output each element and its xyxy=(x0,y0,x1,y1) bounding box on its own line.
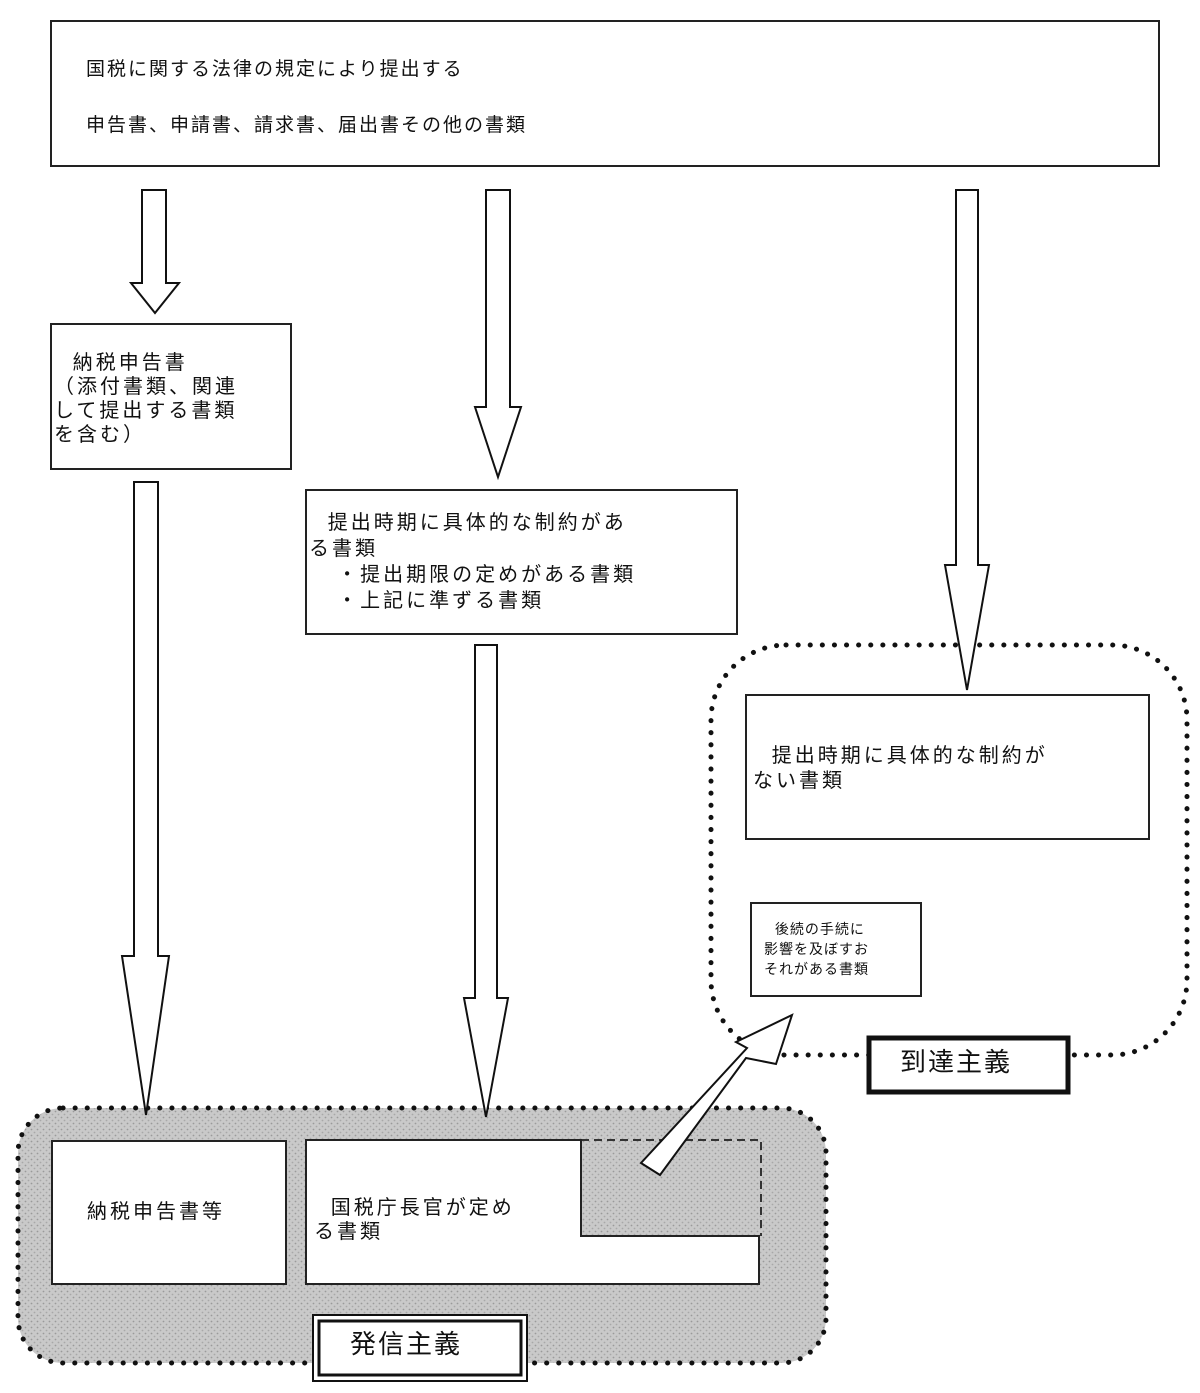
subsequent-line-2: 影響を及ぼすお xyxy=(764,942,869,958)
commissioner-line-2: る書類 xyxy=(314,1219,383,1243)
tax-return-line-4: を含む） xyxy=(54,422,146,446)
commissioner-line-1: 国税庁長官が定め xyxy=(312,1195,515,1219)
title-line-2: 申告書、申請書、請求書、届出書その他の書類 xyxy=(86,114,528,136)
down-arrow-2 xyxy=(473,189,523,481)
deadline-line-3: ・提出期限の定めがある書類 xyxy=(309,562,637,586)
tax-return-etc-text: 納税申告書等 xyxy=(87,1199,225,1223)
down-arrow-4 xyxy=(120,481,171,1116)
no-deadline-line-1: 提出時期に具体的な制約が xyxy=(753,743,1048,767)
title-box: 国税に関する法律の規定により提出する 申告書、申請書、請求書、届出書その他の書類 xyxy=(50,20,1160,167)
dispatch-principle-label: 発信主義 xyxy=(350,1330,463,1360)
tax-return-etc-box: 納税申告書等 xyxy=(51,1140,287,1285)
diagonal-arrow xyxy=(639,1013,794,1177)
commissioner-box xyxy=(305,1139,760,1285)
arrival-label-frame xyxy=(866,1035,1071,1095)
down-arrow-5 xyxy=(462,644,510,1118)
no-deadline-line-2: ない書類 xyxy=(753,768,845,792)
subsequent-line-1: 後続の手続に xyxy=(764,922,865,938)
title-line-1: 国税に関する法律の規定により提出する xyxy=(86,58,464,80)
no-deadline-documents-box: 提出時期に具体的な制約が ない書類 xyxy=(745,694,1150,840)
subsequent-procedures-box: 後続の手続に 影響を及ぼすお それがある書類 xyxy=(750,902,922,997)
tax-return-box: 納税申告書 （添付書類、関連 して提出する書類 を含む） xyxy=(50,323,292,470)
arrival-principle-label: 到達主義 xyxy=(900,1048,1013,1078)
deadline-line-4: ・上記に準ずる書類 xyxy=(309,588,545,612)
dispatch-label-frame-inner xyxy=(317,1319,523,1377)
tax-return-line-2: （添付書類、関連 xyxy=(54,374,238,398)
deadline-line-2: る書類 xyxy=(309,536,378,560)
commissioner-notch-outline xyxy=(581,1139,762,1236)
subsequent-line-3: それがある書類 xyxy=(764,962,869,978)
deadline-documents-box: 提出時期に具体的な制約があ る書類 ・提出期限の定めがある書類 ・上記に準ずる書… xyxy=(305,489,738,635)
tax-return-line-3: して提出する書類 xyxy=(54,398,238,422)
down-arrow-3 xyxy=(943,189,991,691)
deadline-line-1: 提出時期に具体的な制約があ xyxy=(309,510,627,534)
tax-return-line-1: 納税申告書 xyxy=(54,350,188,374)
down-arrow-1 xyxy=(128,189,182,315)
